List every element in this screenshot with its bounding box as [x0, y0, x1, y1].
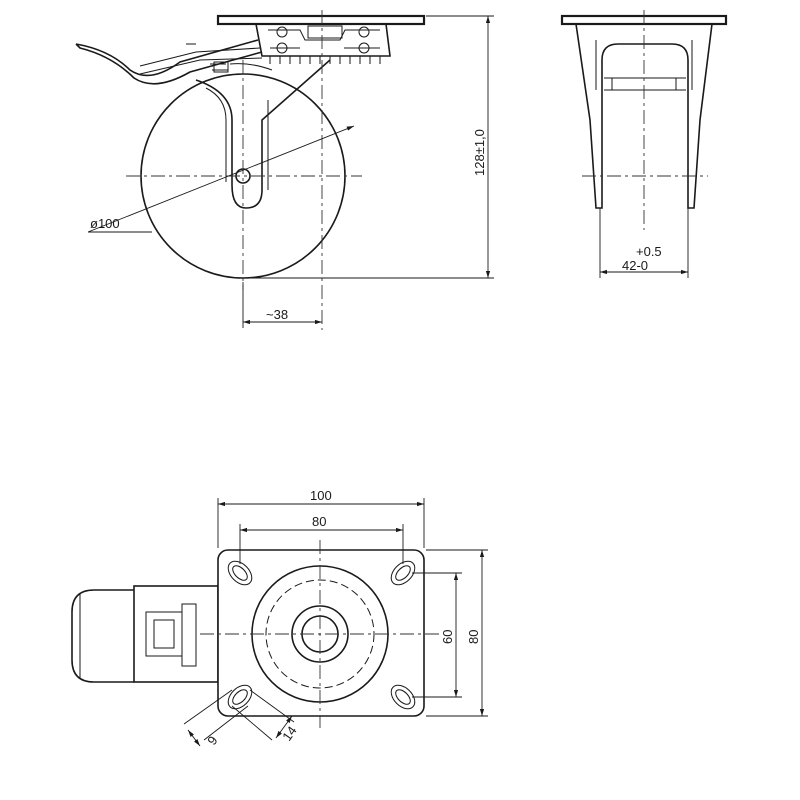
slot-length-label: 14: [279, 723, 300, 743]
slot-length-dimension-line: [275, 715, 293, 739]
plate-view: 100 80 60 80 9 14: [71, 488, 488, 748]
kingpin-outer: [291, 605, 349, 663]
plate-width-label: 100: [310, 488, 332, 503]
brake-pedal: [71, 589, 134, 683]
mounting-plate: [217, 549, 425, 717]
fork-leg: [195, 59, 331, 209]
slot-width-dimension-line: [187, 729, 201, 747]
top-plate: [216, 14, 426, 26]
front-width-label: 42-0: [622, 258, 648, 273]
front-tolerance-label: +0.5: [636, 244, 662, 259]
hole-spacing-x-label: 80: [312, 514, 326, 529]
front-fork-outer: [575, 23, 713, 209]
hole-spacing-y-label: 60: [440, 630, 455, 644]
swivel-housing: [255, 23, 391, 57]
mounting-hole-top-left: [227, 560, 253, 586]
wheel-diameter-label: ø100: [90, 216, 120, 231]
plate-height-label: 80: [466, 630, 481, 644]
offset-label: ~38: [266, 307, 288, 322]
front-wheel-section: [604, 77, 686, 91]
side-view: ø100 128±1,0 ~38: [75, 10, 494, 330]
diameter-leader: [87, 125, 355, 233]
height-label: 128±1,0: [472, 129, 487, 176]
mounting-hole-top-right: [390, 560, 416, 586]
mounting-hole-bottom-left: [227, 684, 253, 710]
brake-lever: [75, 39, 263, 85]
slot-width-label: 9: [204, 733, 220, 748]
mounting-hole-bottom-right: [390, 684, 416, 710]
front-view: +0.5 42-0: [560, 10, 728, 278]
bearing-ball-left: [276, 26, 288, 38]
bearing-ball-right: [358, 26, 370, 38]
